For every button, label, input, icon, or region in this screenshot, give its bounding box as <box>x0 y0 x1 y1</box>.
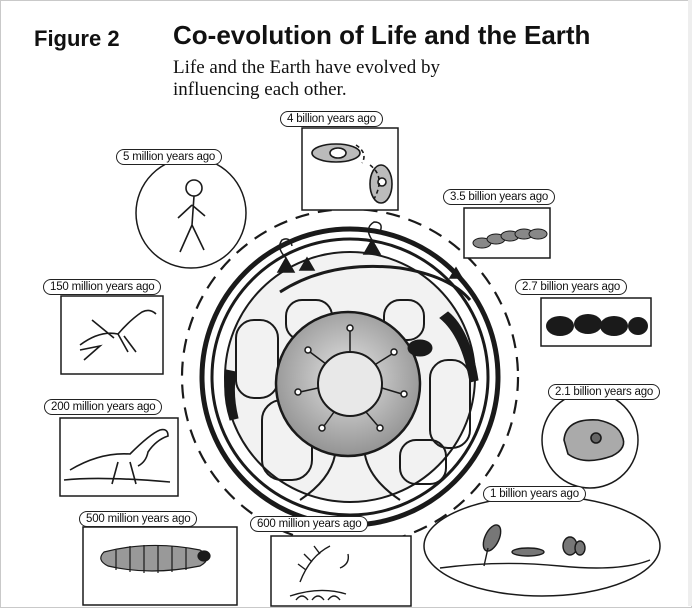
archaeopteryx-panel <box>61 296 163 374</box>
eukaryote-icon <box>564 420 624 461</box>
era-tag-200-million: 200 million years ago <box>44 399 162 415</box>
era-tag-500-million: 500 million years ago <box>79 511 197 527</box>
era-tag-3-5-billion: 3.5 billion years ago <box>443 189 555 205</box>
multicellular-panel <box>424 496 660 596</box>
era-tag-1-billion: 1 billion years ago <box>483 486 586 502</box>
era-tag-2-1-billion: 2.1 billion years ago <box>548 384 660 400</box>
era-tag-150-million: 150 million years ago <box>43 279 161 295</box>
era-tag-5-million: 5 million years ago <box>116 149 222 165</box>
era-tag-4-billion: 4 billion years ago <box>280 111 383 127</box>
era-tag-600-million: 600 million years ago <box>250 516 368 532</box>
era-tag-2-7-billion: 2.7 billion years ago <box>515 279 627 295</box>
earth-cross-section <box>182 209 518 545</box>
human-panel <box>136 158 246 268</box>
